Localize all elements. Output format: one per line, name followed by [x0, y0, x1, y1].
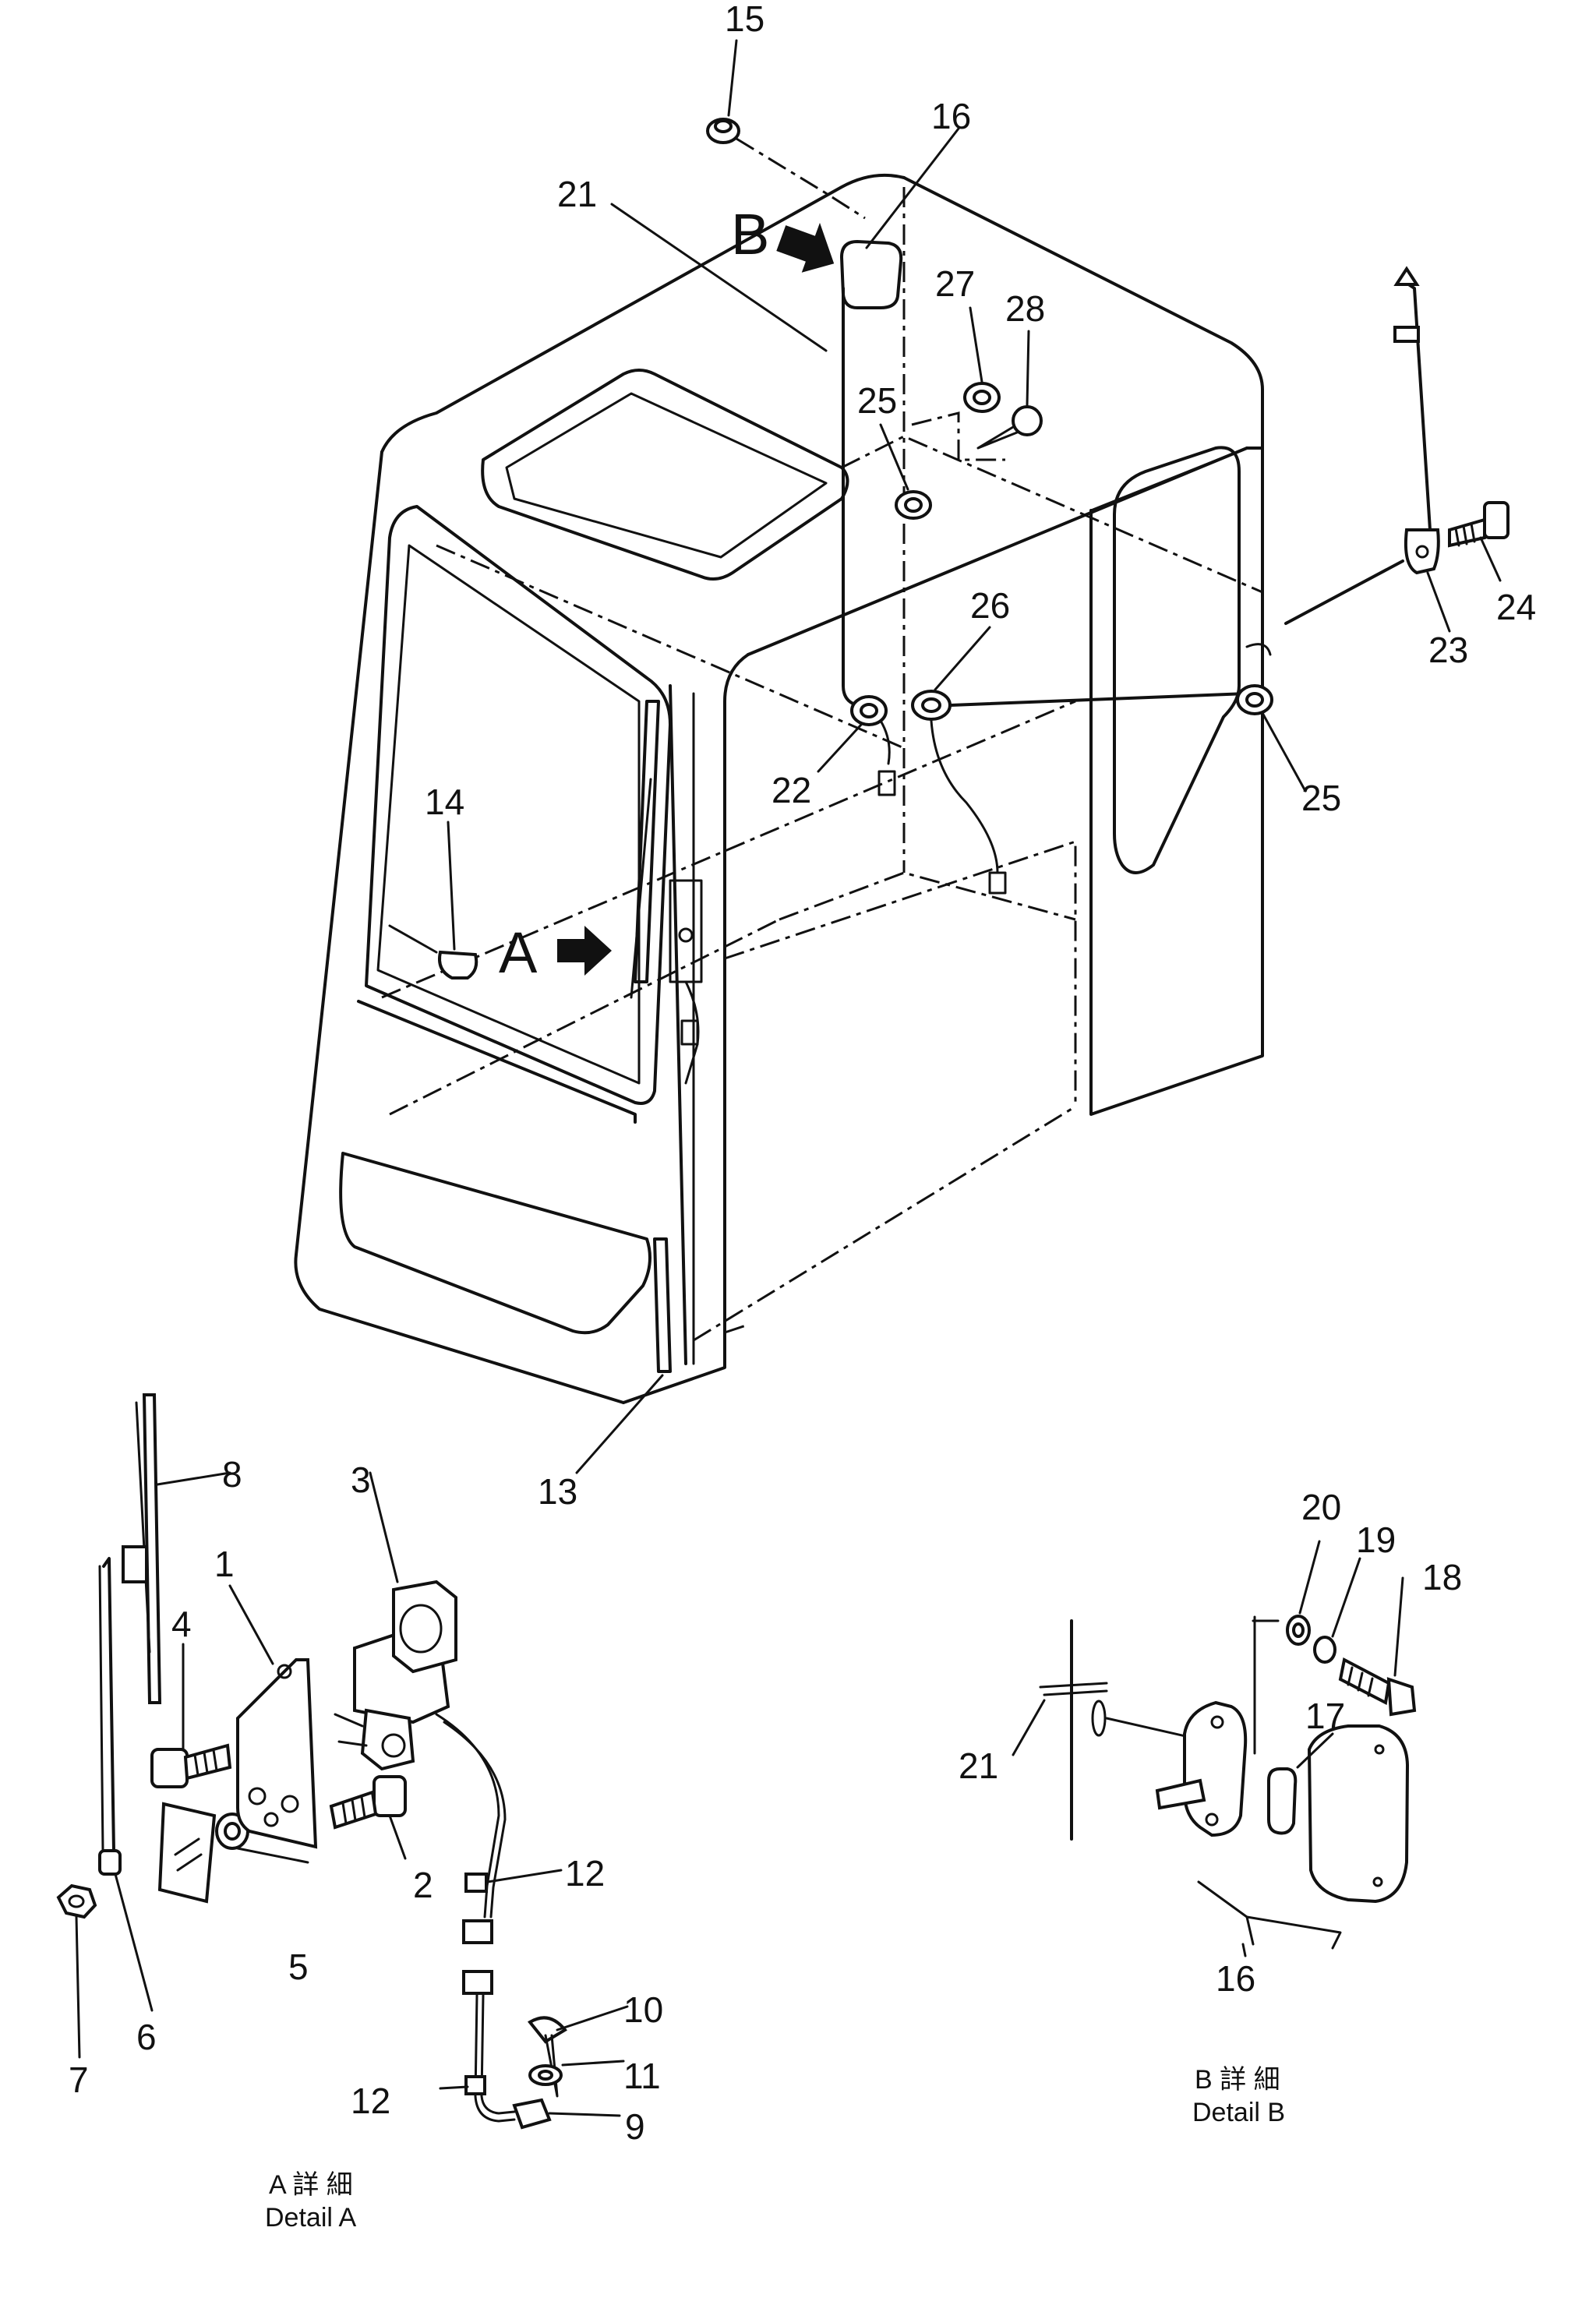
view-marker-a: A [499, 920, 612, 985]
callout-28: 28 [1005, 288, 1045, 329]
arrow-a-icon [557, 926, 612, 976]
callout-21-detail-b: 21 [959, 1746, 998, 1786]
callout-1: 1 [214, 1544, 235, 1584]
callout-8: 8 [222, 1454, 242, 1495]
cab-leaders [447, 39, 1502, 1474]
callout-21-top: 21 [557, 174, 597, 214]
callout-26: 26 [970, 585, 1010, 626]
callout-9: 9 [625, 2106, 645, 2147]
callout-4: 4 [171, 1604, 192, 1644]
callout-7: 7 [69, 2060, 89, 2100]
cab-small-parts [388, 118, 1509, 980]
callout-25-top: 25 [857, 380, 897, 421]
callout-23: 23 [1428, 630, 1468, 670]
callout-18: 18 [1422, 1557, 1462, 1597]
callout-22: 22 [772, 770, 811, 810]
callout-10: 10 [623, 1989, 663, 2030]
callout-3: 3 [351, 1460, 371, 1500]
callout-6: 6 [136, 2017, 157, 2057]
callout-5: 5 [288, 1947, 309, 1987]
callout-16-top: 16 [931, 96, 971, 136]
detail-b-caption-jp: B 詳 細 [1195, 2065, 1280, 2095]
detail-a-caption-jp: A 詳 細 [269, 2170, 353, 2200]
arrow-b-icon [776, 222, 835, 273]
callout-14: 14 [425, 782, 464, 822]
detail-b [1012, 1540, 1417, 1957]
cab-assembly [294, 173, 1264, 1404]
view-letter-b: B [731, 202, 769, 267]
view-letter-a: A [499, 920, 538, 985]
detail-b-caption-en: Detail B [1192, 2098, 1285, 2127]
detail-a-caption-en: Detail A [265, 2203, 356, 2233]
callout-2: 2 [413, 1865, 433, 1905]
detail-captions: A 詳 細 Detail A B 詳 細 Detail B [265, 2065, 1285, 2233]
callout-24: 24 [1496, 587, 1536, 627]
callout-labels: 15 16 21 27 28 25 26 22 23 24 25 14 13 8… [69, 0, 1536, 2147]
callout-19: 19 [1356, 1520, 1396, 1560]
callout-17: 17 [1305, 1696, 1345, 1736]
callout-20: 20 [1301, 1487, 1341, 1527]
callout-16-detail-b: 16 [1216, 1958, 1255, 1999]
callout-11: 11 [623, 2056, 661, 2096]
callout-25-right: 25 [1301, 778, 1341, 818]
callout-27: 27 [935, 263, 975, 304]
detail-a [56, 1393, 629, 2130]
callout-12-upper: 12 [565, 1853, 605, 1894]
callout-13: 13 [538, 1471, 577, 1512]
callout-12-lower: 12 [351, 2081, 390, 2121]
callout-15: 15 [725, 0, 764, 39]
view-marker-b: B [731, 202, 835, 273]
